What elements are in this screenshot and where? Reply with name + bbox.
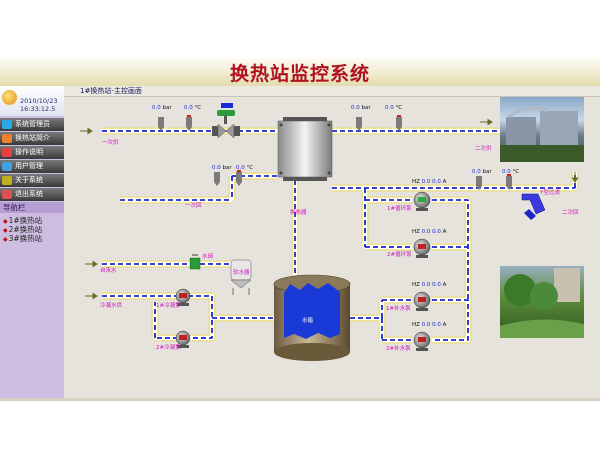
building-photo-art <box>500 106 584 162</box>
menu-station-intro[interactable]: 换热站简介 <box>0 132 64 146</box>
tree-label: 2#换热站 <box>8 225 43 234</box>
menu-label: 操作说明 <box>15 148 43 156</box>
menu-exit[interactable]: 退出系统 <box>0 188 64 202</box>
valve-tag-icon <box>221 103 233 108</box>
pump-1-readout: HZ 0.0 0.0 A <box>412 179 447 185</box>
label-filter: Y型过滤 <box>540 190 560 196</box>
breadcrumb-bar <box>64 86 600 97</box>
menu-label: 换热站简介 <box>15 134 50 142</box>
pump-label: 1#补水泵 <box>386 306 411 312</box>
bottom-border <box>0 398 600 401</box>
users-icon <box>2 162 12 171</box>
tree-node-icon: ◆ <box>3 218 8 225</box>
book-icon <box>2 148 12 157</box>
garden-photo <box>500 266 584 338</box>
menu-label: 用户管理 <box>15 162 43 170</box>
tree-label: 3#换热站 <box>8 234 43 243</box>
temp-readout-1: 0.0 °C <box>184 105 202 111</box>
label-condensate-supply: 冷凝水供 <box>100 303 123 309</box>
menu-label: 退出系统 <box>15 190 43 198</box>
pump-label: 2#补水泵 <box>386 346 411 352</box>
about-icon <box>2 176 12 185</box>
clock-date: 2010/10/23 <box>20 97 58 105</box>
pump-label: 1#冷凝泵 <box>156 303 181 309</box>
label-water-valve: 水阀 <box>202 254 214 260</box>
pressure-readout-4: 0.0 bar <box>472 169 492 175</box>
clock-icon <box>2 90 17 105</box>
tree-label: 1#换热站 <box>8 216 43 225</box>
info-icon <box>2 134 12 143</box>
user-icon <box>2 120 12 129</box>
pump-icon[interactable] <box>175 191 431 351</box>
nav-header: 导航栏 <box>0 202 64 213</box>
flow-arrow-icon <box>80 118 579 300</box>
thermo-flag-icon <box>187 115 511 176</box>
label-tank: 水箱 <box>302 318 314 324</box>
water-tank[interactable] <box>273 274 351 361</box>
label-secondary-supply: 二次供 <box>475 146 492 152</box>
menu-about[interactable]: 关于系统 <box>0 174 64 188</box>
temp-readout-4: 0.0 °C <box>502 169 520 175</box>
pump-3-readout: HZ 0.0 0.0 A <box>412 282 447 288</box>
heat-exchanger[interactable] <box>277 117 333 181</box>
menu-system-admin[interactable]: 系统管理员 <box>0 118 64 132</box>
label-primary-return: 一次回 <box>185 203 202 209</box>
tree-item-station-1[interactable]: ◆1#换热站 <box>3 215 42 226</box>
exit-icon <box>2 190 12 199</box>
breadcrumb: 1#换热站-主控画面 <box>80 87 142 95</box>
pump-label: 2#循环泵 <box>387 252 412 258</box>
temp-readout-3: 0.0 °C <box>236 165 254 171</box>
pressure-readout-3: 0.0 bar <box>212 165 232 171</box>
menu-label: 关于系统 <box>15 176 43 184</box>
tree-node-icon: ◆ <box>3 236 8 243</box>
pump-2-readout: HZ 0.0 0.0 A <box>412 229 447 235</box>
pressure-readout-2: 0.0 bar <box>351 105 371 111</box>
building-photo <box>500 97 584 162</box>
pump-label: 1#循环泵 <box>387 206 412 212</box>
menu-user-management[interactable]: 用户管理 <box>0 160 64 174</box>
label-heat-exchanger: 换热器 <box>290 210 307 216</box>
pump-label: 2#冷凝泵 <box>156 345 181 351</box>
sensor-icon <box>158 117 512 190</box>
temp-readout-2: 0.0 °C <box>385 105 403 111</box>
y-filter-icon[interactable] <box>521 193 546 220</box>
menu-label: 系统管理员 <box>15 120 50 128</box>
menu-operation-guide[interactable]: 操作说明 <box>0 146 64 160</box>
softener-tank[interactable] <box>230 259 252 295</box>
app-title: 换热站监控系统 <box>229 63 370 85</box>
water-valve-icon[interactable] <box>189 254 201 270</box>
clock-time: 16:33:12.5 <box>20 105 56 113</box>
pump-4-readout: HZ 0.0 0.0 A <box>412 322 447 328</box>
label-primary-supply: 一次供 <box>102 140 119 146</box>
label-softener: 软水器 <box>233 270 250 276</box>
pressure-readout-1: 0.0 bar <box>152 105 172 111</box>
label-tap-water: 自来水 <box>100 268 117 274</box>
title-bar <box>0 58 600 86</box>
garden-photo-art <box>500 268 584 338</box>
tree-item-station-2[interactable]: ◆2#换热站 <box>3 224 42 235</box>
tree-node-icon: ◆ <box>3 227 8 234</box>
label-secondary-return: 二次回 <box>562 210 579 216</box>
tree-item-station-3[interactable]: ◆3#换热站 <box>3 233 42 244</box>
control-valve-icon[interactable] <box>212 110 240 139</box>
